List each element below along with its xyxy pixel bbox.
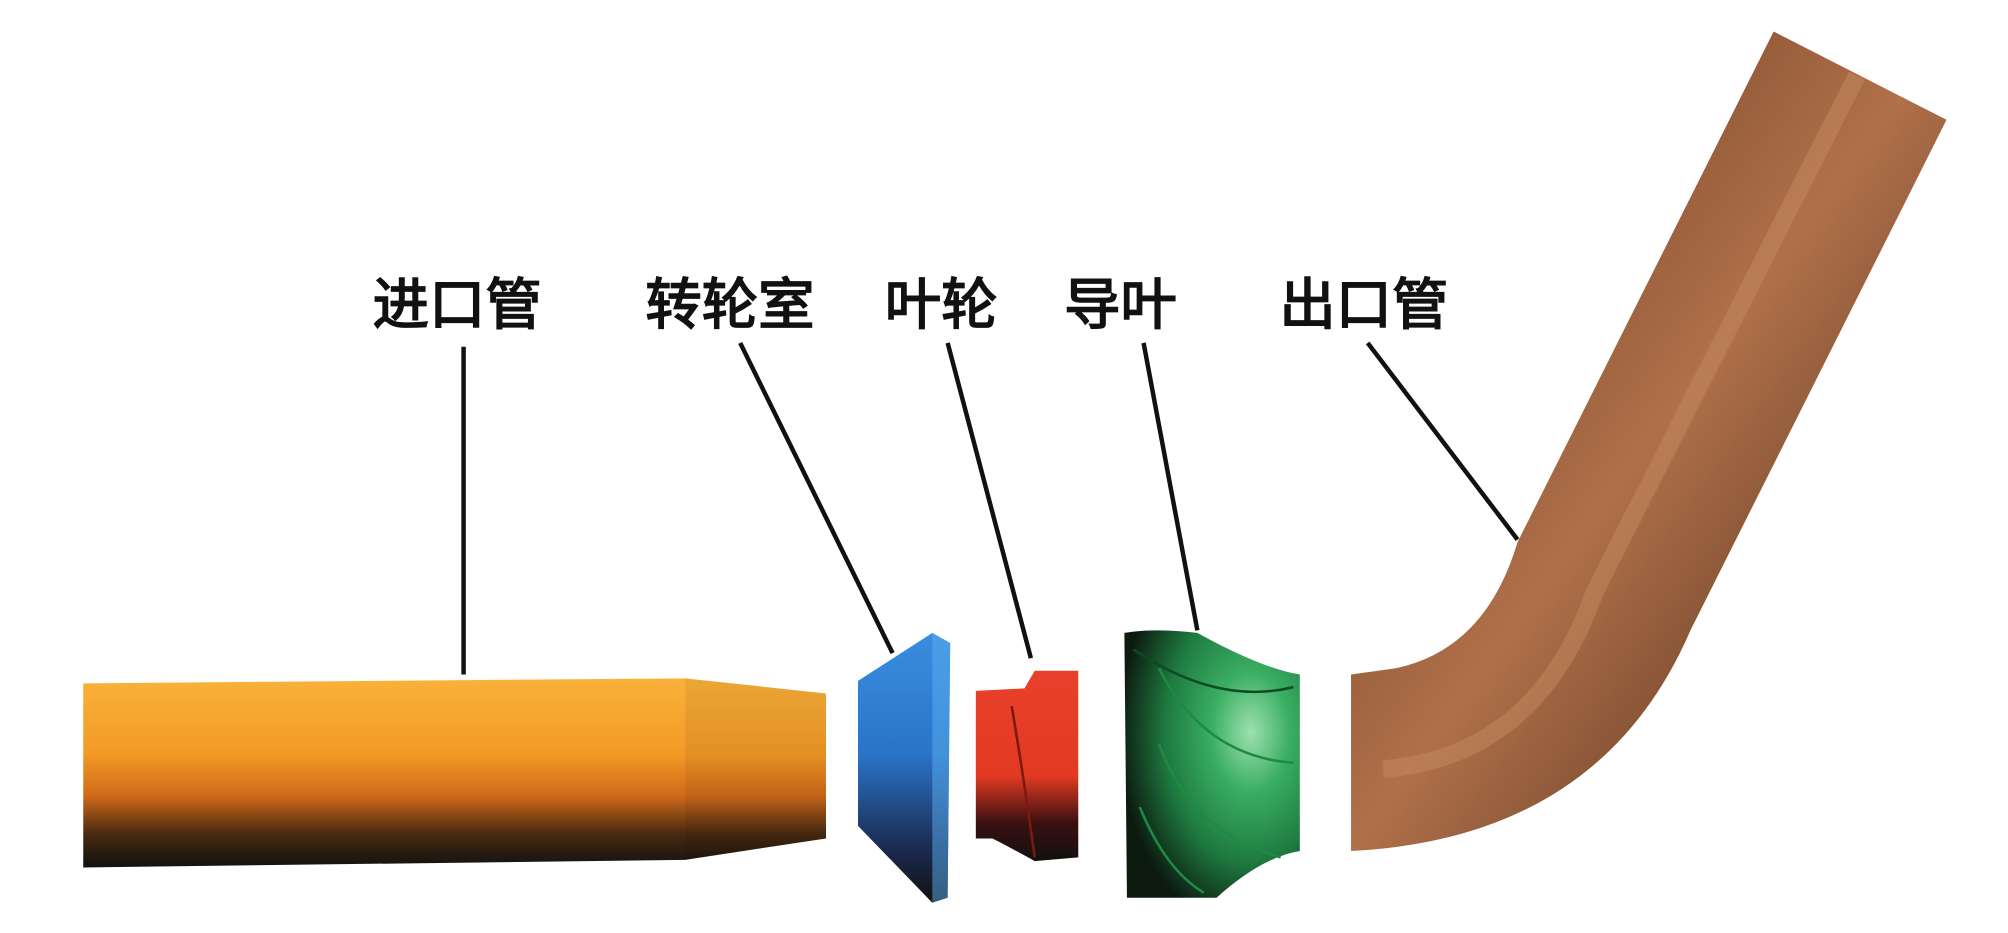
impeller: [975, 670, 1079, 862]
guide-vane: [1124, 630, 1300, 898]
inlet-pipe: [83, 678, 826, 868]
leader-line-runner-chamber: [738, 341, 895, 655]
label-outlet-pipe: 出口管: [1279, 273, 1448, 337]
runner-chamber: [858, 632, 951, 903]
leader-line-outlet-pipe: [1365, 341, 1520, 541]
label-runner-chamber: 转轮室: [645, 273, 814, 337]
label-inlet-pipe: 进口管: [373, 273, 542, 337]
leader-line-impeller: [945, 342, 1034, 659]
label-guide-vane: 导叶: [1064, 273, 1177, 337]
outlet-pipe: [1351, 31, 1947, 852]
leader-line-guide-vane: [1141, 342, 1200, 631]
label-impeller: 叶轮: [885, 273, 998, 337]
